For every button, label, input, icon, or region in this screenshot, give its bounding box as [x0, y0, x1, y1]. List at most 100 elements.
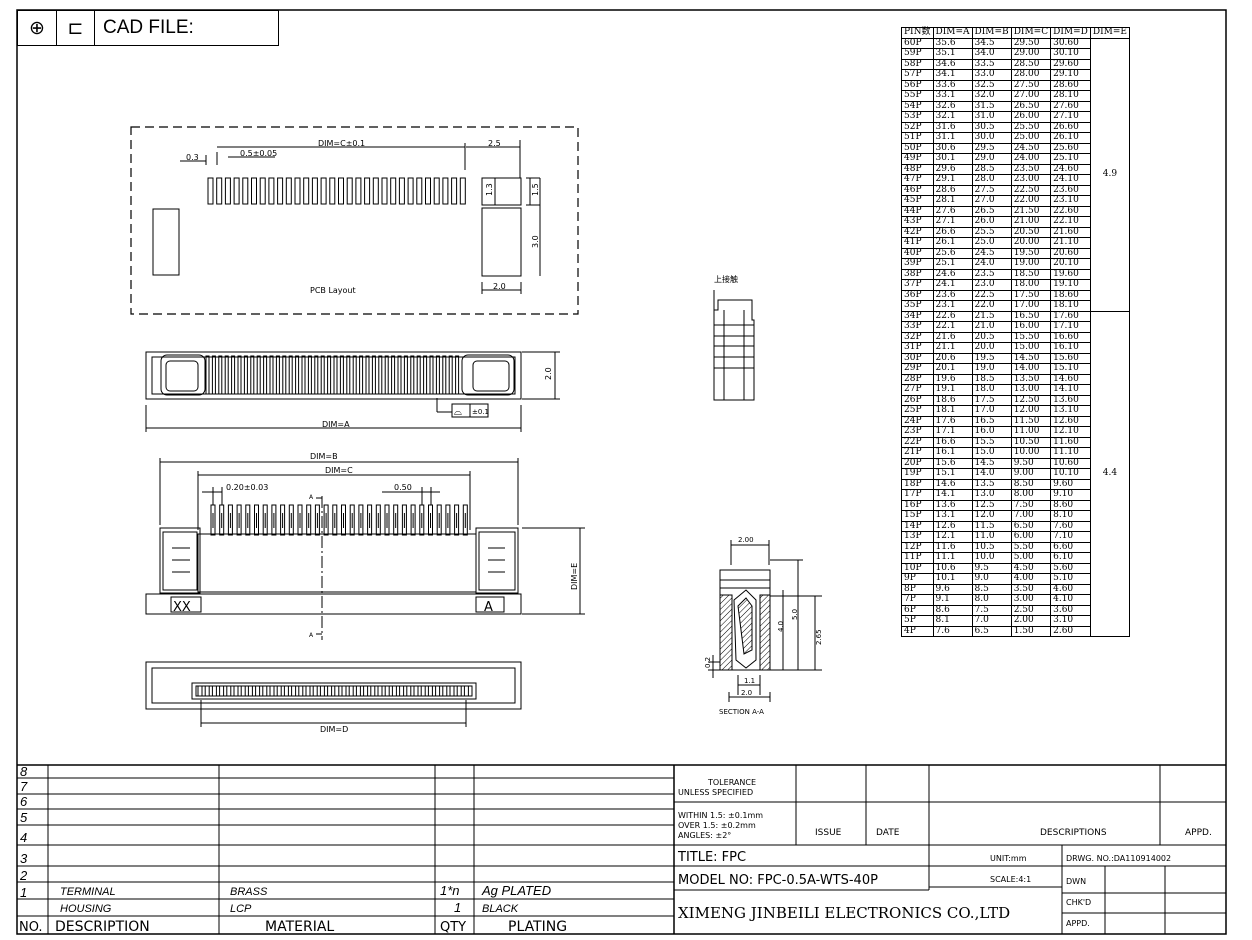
pin-table-cell: 27.50 [1010, 79, 1052, 91]
pin-table-cell: 22P [901, 436, 934, 448]
pin-table-cell: 17.1 [932, 426, 973, 438]
pin-table-cell: 7.10 [1050, 531, 1091, 543]
pin-table-cell: 23.50 [1010, 163, 1052, 175]
pcb-pad [320, 177, 327, 205]
pin-table-cell: 13P [901, 531, 934, 543]
front-pin [245, 504, 251, 536]
pin-table-cell: 16.6 [932, 436, 973, 448]
bom-row-number: 8 [20, 764, 28, 779]
pin-table-cell: 24.6 [932, 268, 973, 280]
pin-table-cell: 8.0 [971, 594, 1012, 606]
bottom-contact [355, 685, 361, 697]
bom-header-description: DESCRIPTION [55, 919, 150, 935]
bottom-contact [449, 685, 455, 697]
pin-table-cell: 43P [901, 216, 934, 228]
pin-table-cell: 11.6 [932, 541, 973, 553]
tolerance-within: WITHIN 1.5: ±0.1mm [678, 811, 763, 820]
pin-table-cell: 25.10 [1050, 153, 1091, 165]
front-pin [367, 504, 373, 536]
pin-table-cell: 10.50 [1010, 436, 1052, 448]
top-contact [231, 355, 236, 395]
pin-table-cell: 1.50 [1010, 625, 1052, 637]
pin-table-cell: 4P [901, 625, 934, 637]
top-contact [263, 355, 268, 395]
pin-table-cell: 21.1 [932, 342, 973, 354]
section-1-1-label: 1.1 [744, 677, 755, 685]
pin-table-cell: 49P [901, 153, 934, 165]
pin-table-cell: 11.10 [1050, 447, 1091, 459]
pcb-pad [311, 177, 318, 205]
pin-table-cell: 18.60 [1050, 289, 1091, 301]
pin-table-cell: 27.1 [932, 216, 973, 228]
front-pin [314, 504, 320, 536]
section-5-0-label: 5.0 [791, 609, 799, 620]
drawing-title: TITLE: FPC [677, 850, 746, 865]
tolerance-over: OVER 1.5: ±0.2mm [678, 821, 756, 830]
pin-table-cell: 33.6 [932, 79, 973, 91]
pin-table-cell: 38P [901, 268, 934, 280]
pin-table-cell: 27P [901, 384, 934, 396]
pin-table-cell: 35.6 [932, 37, 973, 49]
front-pin [445, 504, 451, 536]
top-contact [455, 355, 460, 395]
pin-table-cell: 18.10 [1050, 300, 1091, 312]
pin-table-cell: 7.5 [971, 604, 1012, 616]
pin-table-cell: 19.60 [1050, 268, 1091, 280]
bom-row-number: 3 [20, 851, 28, 866]
top-contact [346, 355, 351, 395]
pin-table-cell: 32.6 [932, 100, 973, 112]
bottom-contact [247, 685, 253, 697]
front-pin [306, 504, 312, 536]
pin-table-cell: 26.0 [971, 216, 1012, 228]
dim-a-label: DIM=A [322, 420, 350, 429]
pin-table-cell: 16.1 [932, 447, 973, 459]
pin-table-cell: 13.00 [1010, 384, 1052, 396]
dim-1-5-label: 1.5 [531, 183, 540, 196]
appd-short-label: APPD. [1066, 919, 1090, 928]
pin-table-cell: 20.50 [1010, 226, 1052, 238]
pin-table-cell: 11.50 [1010, 415, 1052, 427]
pin-table-cell: 10.00 [1010, 447, 1052, 459]
pin-table-cell: 15.5 [971, 436, 1012, 448]
pin-table-cell: 16.10 [1050, 342, 1091, 354]
pin-table-cell: 31.6 [932, 121, 973, 133]
bom-row-1-material: LCP [230, 903, 252, 915]
pcb-pad [433, 177, 440, 205]
pin-table-cell: 10.5 [971, 541, 1012, 553]
top-contact [448, 355, 453, 395]
bottom-contact [240, 685, 246, 697]
contact-note: 上接触 [714, 274, 738, 284]
pin-table-cell: 12.0 [971, 510, 1012, 522]
pin-table-cell: 12.1 [932, 531, 973, 543]
pin-table-cell: 15.1 [932, 468, 973, 480]
pin-table-cell: 28.0 [971, 174, 1012, 186]
pin-table-cell: 14.00 [1010, 363, 1052, 375]
pin-table-cell: 37P [901, 279, 934, 291]
top-contact [416, 355, 421, 395]
pin-table-cell: 35.1 [932, 48, 973, 60]
pcb-pad [338, 177, 344, 205]
pin-table-cell: 47P [901, 174, 934, 186]
pin-table-cell: 9P [901, 573, 934, 585]
pcb-pad [425, 177, 431, 205]
pin-table-cell: 11.00 [1010, 426, 1052, 438]
pin-table-cell: 34.0 [971, 48, 1012, 60]
pin-table-header-4: DIM=D [1050, 27, 1091, 39]
pin-table-cell: 31P [901, 342, 934, 354]
pin-table-cell: 15.6 [932, 457, 973, 469]
pin-table-cell: 29.6 [932, 163, 973, 175]
pin-table-cell: 24.0 [971, 258, 1012, 270]
pcb-pad [233, 177, 240, 205]
pcb-signal-pads [207, 177, 466, 205]
pin-table-cell: 23.0 [971, 279, 1012, 291]
section-2-0-label: 2.0 [741, 689, 752, 697]
pin-table-cell: 13.5 [971, 478, 1012, 490]
bottom-contact [348, 685, 354, 697]
bottom-contact [276, 685, 282, 697]
pin-table-cell: 48P [901, 163, 934, 175]
pin-table-cell: 12.60 [1050, 415, 1091, 427]
pin-table-cell: 28.10 [1050, 90, 1091, 102]
section-4-0-label: 4.0 [777, 621, 785, 632]
pin-table-cell: 27.00 [1010, 90, 1052, 102]
